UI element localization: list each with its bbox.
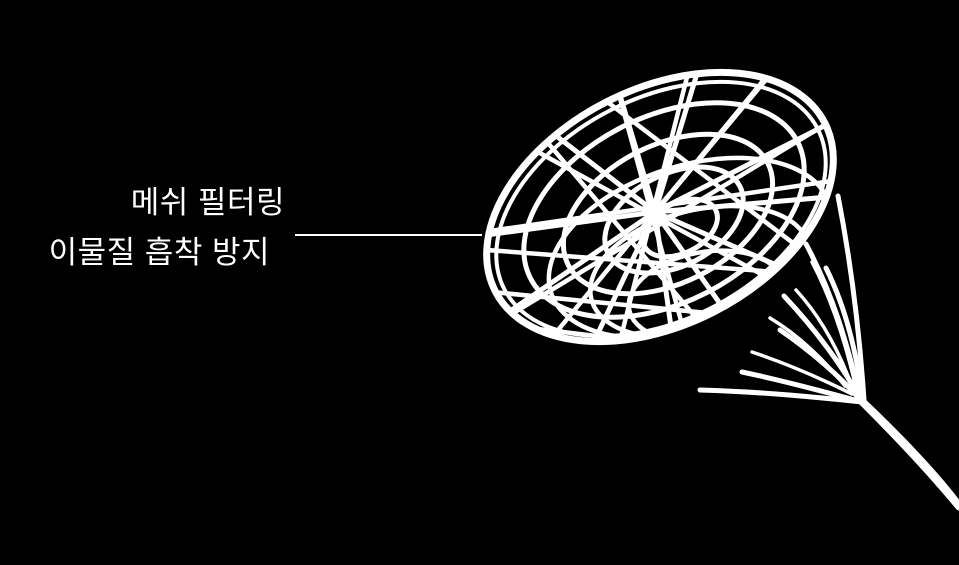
callout-text-line-1: 메쉬 필터링 (130, 185, 285, 220)
mesh-funnel-neck (697, 193, 867, 405)
mesh-rim (483, 68, 837, 346)
mesh-neck-webbing (750, 260, 858, 396)
mesh-filter-callout: 메쉬 필터링 이물질 흡착 방지 (0, 178, 285, 278)
mesh-tail (858, 398, 959, 511)
callout-text-line-2: 이물질 흡착 방지 (48, 235, 270, 270)
